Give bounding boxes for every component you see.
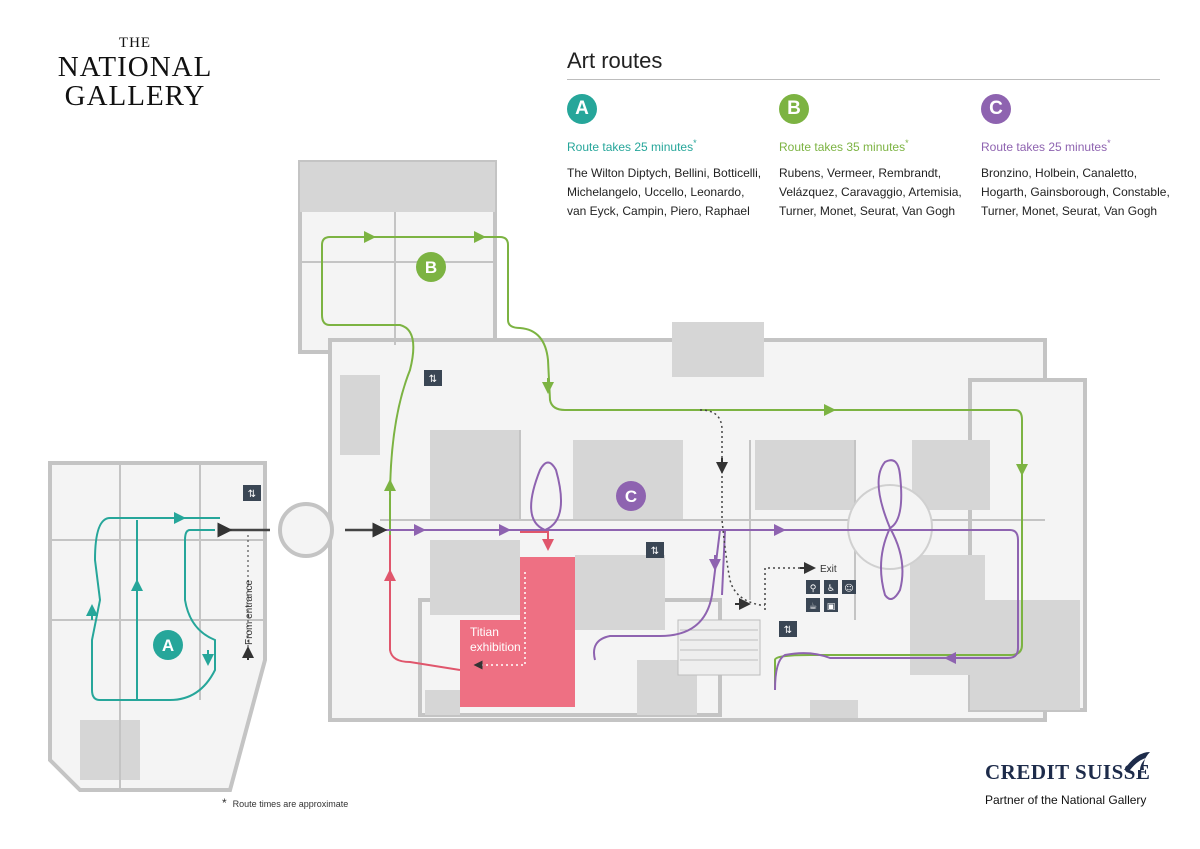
svg-text:⇅: ⇅ xyxy=(651,546,659,557)
svg-text:⇅: ⇅ xyxy=(248,489,256,500)
svg-text:☺: ☺ xyxy=(844,583,853,594)
route-c-map-marker: C xyxy=(616,481,646,511)
titian-dotted-path xyxy=(473,572,526,670)
svg-text:A: A xyxy=(162,636,174,655)
footnote-star: * xyxy=(222,796,227,810)
cafe-icon: ☕ xyxy=(806,598,820,612)
accessible-icon: ♿ xyxy=(824,580,838,594)
national-gallery-logo: THE NATIONAL GALLERY xyxy=(50,36,220,111)
lift-icon: ⇅ xyxy=(779,621,797,637)
sails-logo-icon xyxy=(1124,752,1150,770)
sponsor-block: CREDIT SUISSE Partner of the National Ga… xyxy=(985,760,1175,807)
footnote: * Route times are approximate xyxy=(222,796,348,810)
toilets-icon: ⚲ xyxy=(806,580,820,594)
grey-areas xyxy=(80,162,1080,780)
route-b-star: * xyxy=(905,138,909,148)
route-a-path xyxy=(91,517,220,701)
logo-the: THE xyxy=(118,35,152,51)
facility-icons: ⚲ ♿ ☺ ☕ ▣ xyxy=(806,580,856,612)
route-c-badge: C xyxy=(981,94,1011,124)
route-c-star: * xyxy=(1107,138,1111,148)
shop-icon: ▣ xyxy=(824,598,838,612)
footnote-text: Route times are approximate xyxy=(232,799,349,809)
title-divider xyxy=(567,79,1160,80)
route-a-duration: Route takes 25 minutes* xyxy=(567,138,767,154)
from-entrance-label: From entrance xyxy=(244,580,255,645)
route-b-artists: Rubens, Vermeer, Rembrandt, Velázquez, C… xyxy=(779,166,962,218)
route-b-duration-text: Route takes 35 minutes xyxy=(779,140,906,154)
route-b-path xyxy=(321,236,1023,690)
exhibition-connector xyxy=(389,535,461,671)
svg-text:B: B xyxy=(425,258,437,277)
sponsor-partner: Partner of the National Gallery xyxy=(985,793,1147,807)
svg-text:C: C xyxy=(625,487,637,506)
titian-label-line2: exhibition xyxy=(470,640,521,654)
rotunda xyxy=(278,502,334,558)
exit-dotted-path xyxy=(699,409,800,610)
sponsor-brand: CREDIT SUISSE xyxy=(985,760,1151,784)
route-legend-b: B Route takes 35 minutes* Rubens, Vermee… xyxy=(779,94,979,221)
titian-label-line1: Titian xyxy=(470,625,499,639)
logo-line1: NATIONAL xyxy=(57,51,213,83)
route-legend-c: C Route takes 25 minutes* Bronzino, Holb… xyxy=(981,94,1181,221)
route-b-badge: B xyxy=(779,94,809,124)
route-a-badge: A xyxy=(567,94,597,124)
route-a-artists: The Wilton Diptych, Bellini, Botticelli,… xyxy=(567,166,762,218)
svg-text:⇅: ⇅ xyxy=(429,374,437,385)
route-a-map-marker: A xyxy=(153,630,183,660)
lift-icon: ⇅ xyxy=(646,542,664,558)
baby-change-icon: ☺ xyxy=(842,580,856,594)
interior-walls xyxy=(50,212,1045,790)
route-c-path xyxy=(345,459,1019,691)
titian-exhibition-area xyxy=(460,557,575,707)
svg-text:☕: ☕ xyxy=(809,602,817,612)
routes-title: Art routes xyxy=(567,48,663,73)
svg-text:⇅: ⇅ xyxy=(784,625,792,636)
lift-icon: ⇅ xyxy=(243,485,261,501)
route-b-map-marker: B xyxy=(416,252,446,282)
route-a-star: * xyxy=(693,138,697,148)
route-a-duration-text: Route takes 25 minutes xyxy=(567,140,694,154)
exit-label: Exit xyxy=(820,564,837,575)
route-c-duration-text: Route takes 25 minutes xyxy=(981,140,1108,154)
svg-text:♿: ♿ xyxy=(827,584,835,594)
sainsbury-wing xyxy=(48,461,267,792)
logo-line2: GALLERY xyxy=(64,80,206,112)
route-b-duration: Route takes 35 minutes* xyxy=(779,138,979,154)
route-c-artists: Bronzino, Holbein, Canaletto, Hogarth, G… xyxy=(981,166,1170,218)
route-legend-a: A Route takes 25 minutes* The Wilton Dip… xyxy=(567,94,767,221)
lift-icon: ⇅ xyxy=(424,370,442,386)
svg-text:⚲: ⚲ xyxy=(810,584,817,594)
route-c-duration: Route takes 25 minutes* xyxy=(981,138,1181,154)
svg-text:▣: ▣ xyxy=(827,602,836,612)
